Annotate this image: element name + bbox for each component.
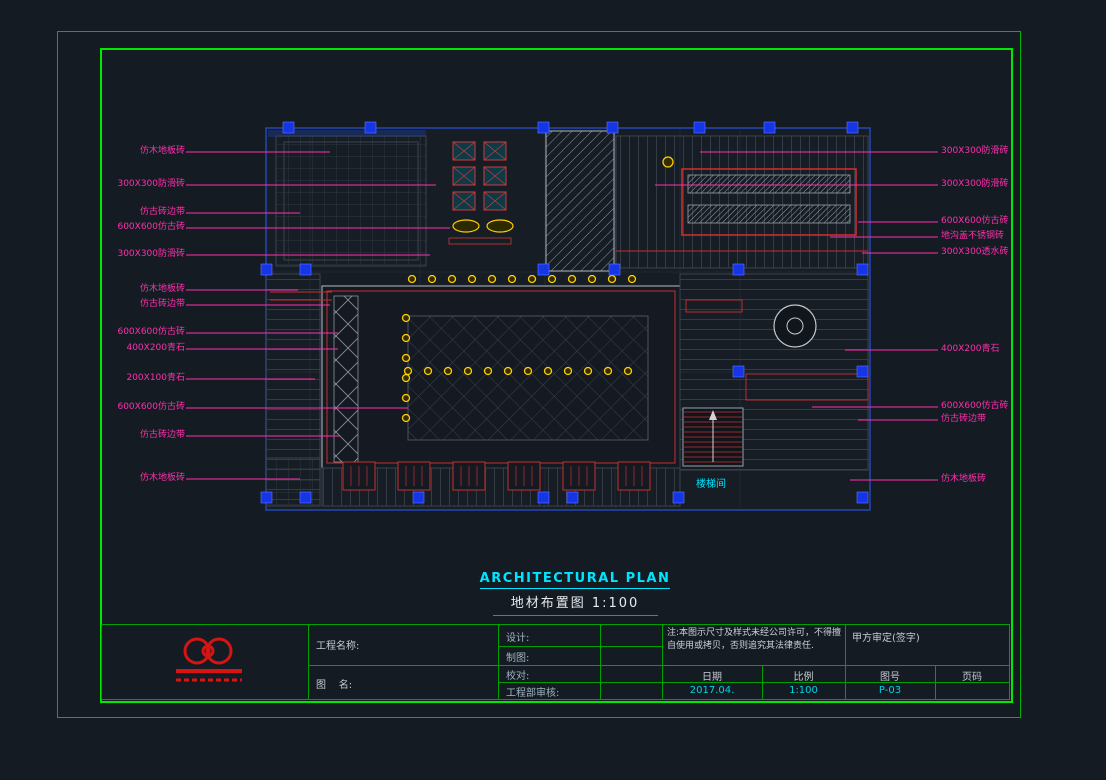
callout-left: 200X100青石	[126, 373, 185, 383]
drawing-title: ARCHITECTURAL PLAN 地材布置图 1:100	[420, 567, 730, 616]
callout-right: 600X600仿古砖	[941, 401, 1009, 411]
drawing-title-zh: 地材布置图 1:100	[420, 592, 730, 611]
callout-left: 600X600仿古砖	[117, 327, 185, 337]
copyright-notice: 注:本图示尺寸及样式未经公司许可，不得擅自使用或拷贝，否则追究其法律责任.	[667, 628, 842, 651]
callout-left: 仿古砖边带	[139, 299, 185, 309]
drawing-no-value: P-03	[878, 685, 902, 696]
callout-left: 600X600仿古砖	[117, 222, 185, 232]
tb-divider	[308, 665, 1009, 666]
callout-right: 仿古砖边带	[941, 414, 987, 424]
callout-left: 300X300防滑砖	[117, 179, 185, 189]
title-block: 工程名称: 图 名: 设计: 制图: 校对: 工程部审核: 注:本图示尺寸及样式…	[101, 624, 1010, 700]
dept-audit-label: 工程部审核:	[506, 688, 560, 699]
callout-right: 仿木地板砖	[941, 474, 987, 484]
tb-divider	[498, 646, 663, 647]
callout-left: 仿木地板砖	[139, 284, 185, 294]
client-sign-label: 甲方审定(签字)	[852, 633, 920, 644]
scale-value: 1:100	[789, 685, 818, 696]
company-logo	[176, 637, 242, 682]
callout-left: 仿木地板砖	[139, 473, 185, 483]
callout-right: 400X200青石	[941, 344, 1000, 354]
tb-divider	[600, 625, 601, 699]
page-no-header: 页码	[962, 672, 982, 683]
callout-left: 600X600仿古砖	[117, 402, 185, 412]
callout-right: 地沟盖不锈钢砖	[941, 231, 1005, 241]
design-label: 设计:	[506, 633, 530, 644]
project-name-label: 工程名称:	[316, 641, 360, 652]
date-header: 日期	[702, 672, 722, 683]
tb-divider	[662, 625, 663, 699]
drawing-title-en: ARCHITECTURAL PLAN	[479, 571, 671, 589]
callout-right: 600X600仿古砖	[941, 216, 1009, 226]
scale-header: 比例	[793, 672, 814, 683]
tb-divider	[845, 625, 846, 699]
tb-divider	[498, 682, 1009, 683]
proof-label: 校对:	[506, 671, 530, 682]
callout-right: 300X300防滑砖	[941, 146, 1009, 156]
drawing-title-scale: 1:100	[591, 596, 640, 611]
callout-left: 仿木地板砖	[139, 146, 185, 156]
callout-left: 400X200青石	[126, 343, 185, 353]
drawing-name-label: 图 名:	[316, 680, 353, 691]
sheet-outer-frame	[57, 31, 1021, 718]
callout-right: 300X300防滑砖	[941, 179, 1009, 189]
callout-left: 仿古砖边带	[139, 430, 185, 440]
tb-divider	[308, 625, 309, 699]
callout-right: 300X300透水砖	[941, 247, 1009, 257]
sheet-inner-frame	[100, 48, 1013, 703]
drawing-title-zh-text: 地材布置图	[510, 596, 586, 611]
date-value: 2017.04.	[689, 685, 735, 696]
drawing-no-header: 图号	[880, 672, 900, 683]
callout-left: 仿古砖边带	[139, 207, 185, 217]
title-underline	[492, 615, 658, 616]
callout-left: 300X300防滑砖	[117, 249, 185, 259]
draft-label: 制图:	[506, 653, 530, 664]
tb-divider	[498, 625, 499, 699]
